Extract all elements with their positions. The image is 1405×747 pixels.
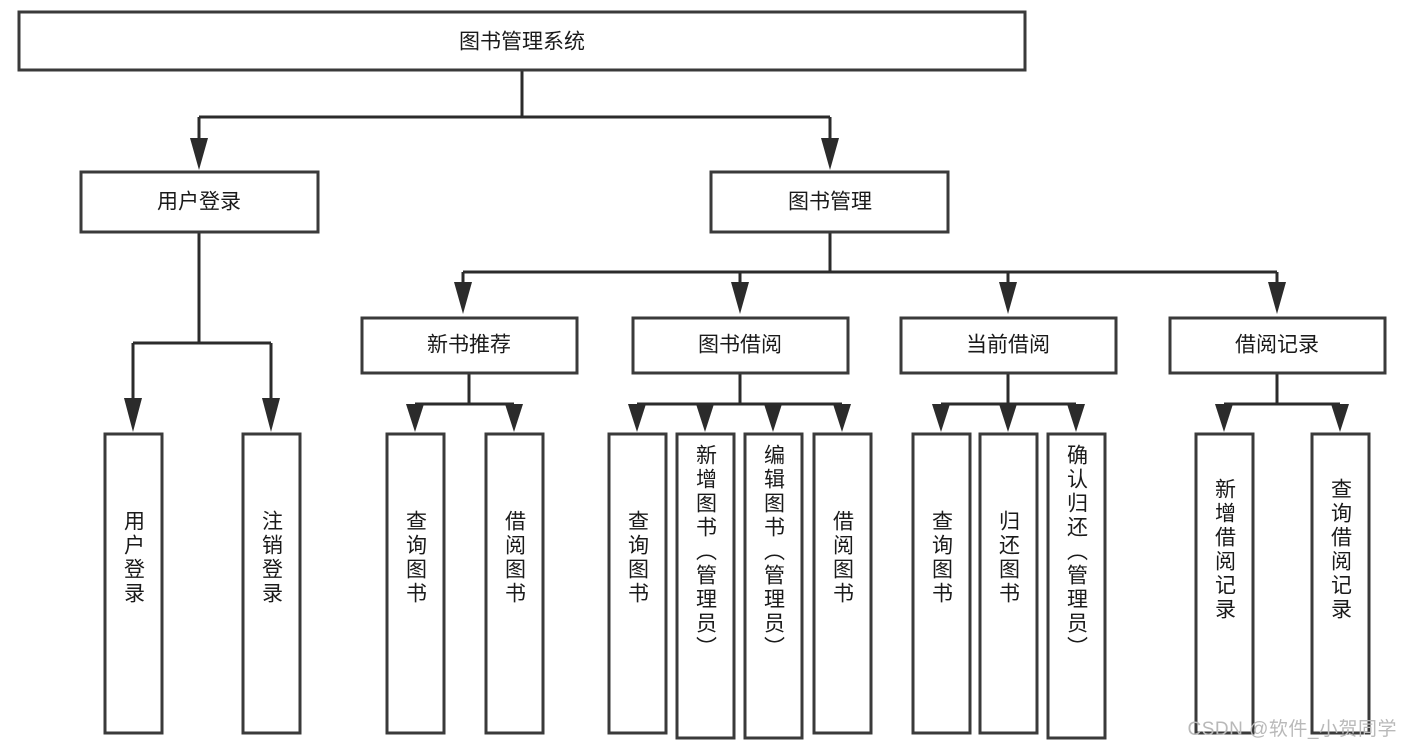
connector-layer	[124, 70, 1349, 432]
arrow-to-user-login	[190, 138, 208, 170]
arrow-leaf-query-book-3	[932, 404, 950, 432]
node-borrow-record[interactable]: 借阅记录	[1168, 316, 1387, 375]
arrow-leaf-add-book	[696, 404, 714, 432]
arrow-leaf-user-logout	[262, 398, 280, 432]
leaf-box-layer	[103, 432, 1371, 740]
leaf-borrow-book-1-box[interactable]	[484, 432, 545, 735]
node-root[interactable]: 图书管理系统	[17, 10, 1027, 72]
arrow-to-new-book-recommend	[454, 282, 472, 314]
arrow-leaf-query-book-1	[406, 404, 424, 432]
leaf-query-book-3-box[interactable]	[911, 432, 972, 735]
leaf-user-login-box[interactable]	[103, 432, 164, 735]
book-borrow-label: 图书借阅	[698, 334, 782, 357]
arrow-leaf-confirm-return	[1067, 404, 1085, 432]
arrow-leaf-query-book-2	[628, 404, 646, 432]
book-management-label: 图书管理	[788, 191, 872, 214]
new-book-recommend-label: 新书推荐	[427, 334, 511, 357]
arrow-to-borrow-record	[1268, 282, 1286, 314]
arrow-leaf-borrow-book-1	[505, 404, 523, 432]
borrow-record-box[interactable]	[1168, 316, 1387, 375]
leaf-return-book-box[interactable]	[978, 432, 1039, 735]
borrow-record-label: 借阅记录	[1235, 334, 1319, 357]
arrow-to-book-management	[821, 138, 839, 170]
node-user-login[interactable]: 用户登录	[79, 170, 320, 234]
arrow-leaf-query-record	[1331, 404, 1349, 432]
csdn-watermark: CSDN @软件_小贺同学	[1187, 719, 1397, 740]
leaf-confirm-return-box[interactable]	[1046, 432, 1107, 740]
book-borrow-box[interactable]	[631, 316, 850, 375]
current-borrow-label: 当前借阅	[966, 334, 1050, 357]
node-book-borrow[interactable]: 图书借阅	[631, 316, 850, 375]
node-book-management[interactable]: 图书管理	[709, 170, 950, 234]
arrow-leaf-borrow-book-2	[833, 404, 851, 432]
root-label: 图书管理系统	[459, 31, 585, 54]
root-box[interactable]	[17, 10, 1027, 72]
node-new-book-recommend[interactable]: 新书推荐	[360, 316, 579, 375]
user-login-label: 用户登录	[157, 191, 241, 214]
leaf-edit-book-box[interactable]	[743, 432, 804, 740]
leaf-query-record-box[interactable]	[1310, 432, 1371, 735]
user-login-box[interactable]	[79, 170, 320, 234]
leaf-borrow-book-2-box[interactable]	[812, 432, 873, 735]
leaf-query-book-2-box[interactable]	[607, 432, 668, 735]
book-management-box[interactable]	[709, 170, 950, 234]
arrow-to-current-borrow	[999, 282, 1017, 314]
arrow-leaf-user-login	[124, 398, 142, 432]
leaf-query-book-1-box[interactable]	[385, 432, 446, 735]
arrow-to-book-borrow	[731, 282, 749, 314]
arrow-leaf-edit-book	[764, 404, 782, 432]
new-book-recommend-box[interactable]	[360, 316, 579, 375]
node-current-borrow[interactable]: 当前借阅	[899, 316, 1118, 375]
leaf-user-logout-box[interactable]	[241, 432, 302, 735]
current-borrow-box[interactable]	[899, 316, 1118, 375]
arrow-leaf-return-book	[999, 404, 1017, 432]
arrow-leaf-add-record	[1215, 404, 1233, 432]
leaf-add-book-box[interactable]	[675, 432, 736, 740]
leaf-add-record-box[interactable]	[1194, 432, 1255, 735]
